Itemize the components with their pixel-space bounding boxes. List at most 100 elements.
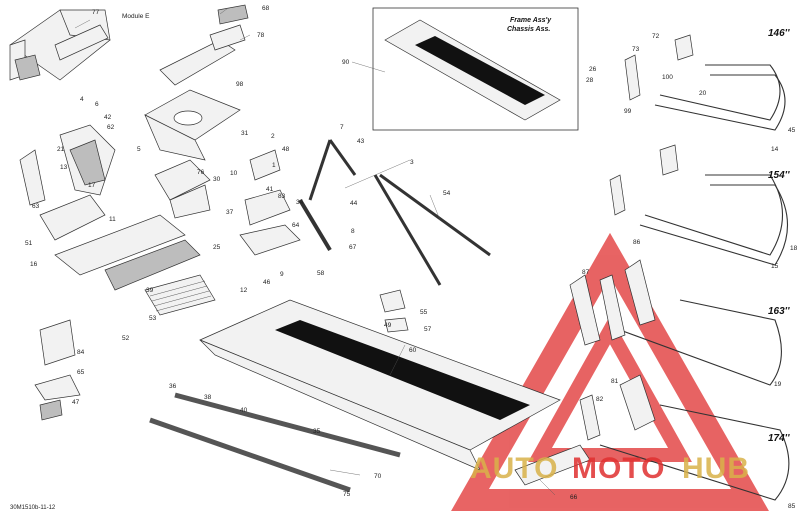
part-number: 55 [420, 309, 428, 316]
svg-text:AUTO: AUTO [470, 452, 558, 485]
part-number: 41 [266, 186, 274, 193]
part-number: 44 [350, 200, 358, 207]
part-number: 7 [340, 124, 344, 131]
part-number: 37 [226, 209, 234, 216]
part-number: 31 [241, 130, 249, 137]
part-76-30 [154, 159, 211, 219]
part-number: 47 [72, 399, 80, 406]
rail-set-154 [609, 144, 789, 266]
part-98 [144, 89, 241, 161]
watermark-text: AUTO MOTO HUB [470, 452, 750, 485]
part-number: 63 [32, 203, 40, 210]
part-number: 77 [92, 9, 100, 16]
leader-lines [74, 7, 556, 496]
part-number: 54 [443, 190, 451, 197]
part-number: 84 [77, 349, 85, 356]
part-number: 8 [351, 228, 355, 235]
part-number: 60 [409, 347, 417, 354]
part-number: 62 [107, 124, 115, 131]
part-number: 11 [109, 216, 116, 223]
part-number: 1 [272, 162, 276, 169]
part-number: 19 [774, 381, 782, 388]
main-tunnel [199, 299, 561, 471]
strut-assembly [298, 139, 491, 286]
part-number: 78 [257, 32, 265, 39]
part-number: 98 [236, 81, 244, 88]
part-number: 90 [342, 59, 350, 66]
part-number: 36 [169, 383, 177, 390]
part-number: 3 [410, 159, 414, 166]
size-label-146: 146'' [768, 28, 790, 39]
part-number: 51 [25, 240, 33, 247]
part-66 [514, 444, 591, 486]
part-number: 39 [146, 287, 154, 294]
part-number: 4 [80, 96, 84, 103]
part-number: 46 [263, 279, 271, 286]
tunnel-plate-51 [39, 194, 201, 291]
part-number: 70 [374, 473, 382, 480]
part-number: 5 [137, 146, 141, 153]
part-number: 12 [240, 287, 248, 294]
part-number: 72 [652, 33, 660, 40]
part-number: 68 [262, 5, 270, 12]
rail-set-174 [579, 374, 790, 501]
part-number: 49 [384, 322, 392, 329]
part-number: 16 [30, 261, 38, 268]
part-number: 64 [292, 222, 300, 229]
part-number: 14 [771, 146, 779, 153]
part-number: 30 [213, 176, 221, 183]
svg-text:MOTO: MOTO [572, 452, 665, 485]
part-number: 9 [280, 271, 284, 278]
part-number: 87 [582, 269, 590, 276]
part-number: 45 [788, 127, 796, 134]
part-number: 58 [317, 270, 325, 277]
part-number: 75 [343, 491, 351, 498]
part-number: 28 [586, 77, 594, 84]
reference-code: 30M1510b-11-12 [10, 505, 56, 511]
part-number: 42 [104, 114, 112, 121]
part-number: 53 [149, 315, 157, 322]
part-number: 21 [57, 146, 65, 153]
part-number: 18 [790, 245, 798, 252]
part-number: 20 [699, 90, 707, 97]
part-number: 43 [357, 138, 365, 145]
radiator-53 [144, 274, 216, 316]
side-frame-63 [19, 124, 116, 206]
part-number: 83 [278, 193, 286, 200]
part-number: 85 [788, 503, 796, 510]
rail-set-146 [624, 34, 786, 131]
parts-55-57 [379, 289, 409, 333]
part-number: 73 [632, 46, 640, 53]
part-number: 52 [122, 335, 130, 342]
part-number: 38 [204, 394, 212, 401]
part-number: 81 [611, 378, 619, 385]
size-label-154: 154'' [768, 170, 790, 181]
part-number: 76 [197, 169, 205, 176]
part-number: 67 [349, 244, 357, 251]
upper-bracket-78 [159, 4, 249, 86]
part-number: 40 [240, 407, 248, 414]
part-number: 6 [95, 101, 99, 108]
slide-rails [149, 392, 401, 493]
part-number: 82 [596, 396, 604, 403]
callout-title-line1: Frame Ass'y [510, 17, 552, 24]
part-number: 10 [230, 170, 238, 177]
part-number: 65 [77, 369, 85, 376]
part-number: 13 [60, 164, 68, 171]
size-label-174: 174'' [768, 433, 790, 444]
callout-title-line2: Chassis Ass. [507, 26, 550, 33]
part-number: 17 [88, 182, 96, 189]
part-number: 48 [282, 146, 290, 153]
frame-assembly-callout [372, 7, 579, 131]
parts-84-65-47 [34, 319, 81, 421]
svg-text:HUB: HUB [682, 452, 750, 485]
module-label: Module E [122, 13, 150, 20]
part-number: 2 [271, 133, 275, 140]
part-number: 15 [771, 263, 779, 270]
part-number: 99 [624, 108, 632, 115]
part-number: 86 [633, 239, 641, 246]
part-number: 57 [424, 326, 432, 333]
part-number: 34 [296, 199, 304, 206]
